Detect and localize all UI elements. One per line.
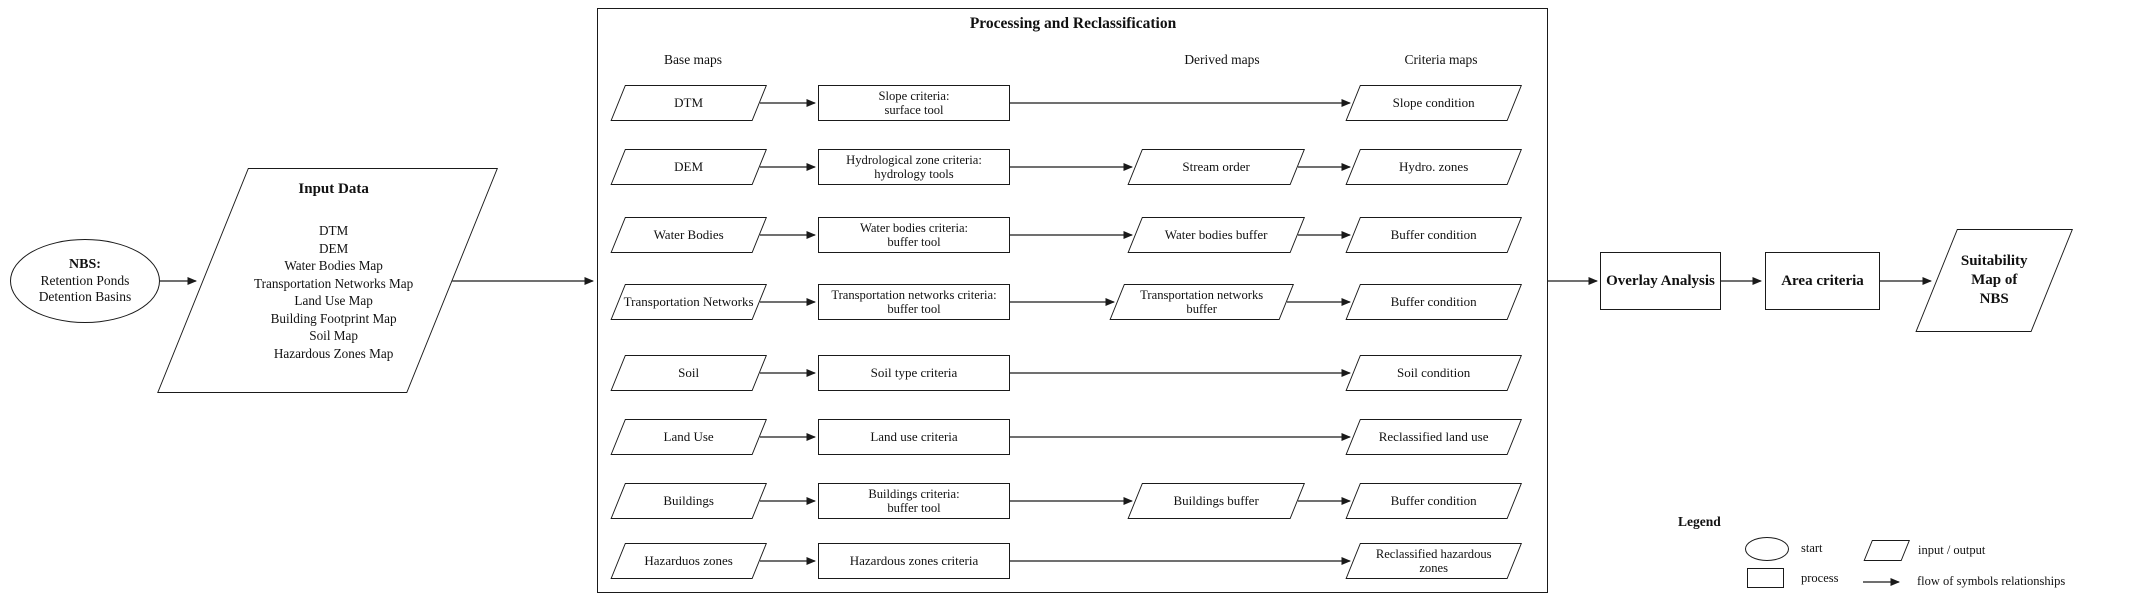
legend-start-label: start [1801,541,1823,555]
input-data-item: Land Use Map [294,293,373,308]
criteria-map-node-label: zones [1419,561,1449,575]
overlay-analysis-label: Overlay Analysis [1606,272,1715,289]
process-node-label: Buildings criteria: [868,486,960,501]
processing-section-title: Processing and Reclassification [969,15,1177,32]
process-node-label: buffer tool [887,501,941,515]
base-map-node: Buildings [610,483,767,519]
derived-map-node: Stream order [1127,149,1305,185]
base-map-node-label: Buildings [663,492,715,508]
process-node-label: Slope criteria: [878,88,950,103]
output-node-line: Map of [1971,272,2018,288]
process-node-label: Transportation networks criteria: [831,287,997,302]
process-node: Hazardous zones criteria [818,543,1010,579]
derived-map-node-label: Stream order [1182,158,1250,174]
base-map-node: Land Use [610,419,767,455]
derived-map-node-label: buffer [1186,302,1217,316]
processing-section-box [597,8,1548,593]
process-node-label: buffer tool [887,302,941,316]
output-node-line: Suitability [1960,253,2028,269]
column-header-criteria-maps: Criteria maps [1404,52,1478,67]
process-node: Water bodies criteria:buffer tool [818,217,1010,253]
derived-map-node: Buildings buffer [1127,483,1305,519]
process-node: Land use criteria [818,419,1010,455]
criteria-map-node-label: Soil condition [1397,364,1471,380]
output-node-line: NBS [1979,291,2009,307]
overlay-analysis-node: Overlay Analysis [1600,252,1721,310]
legend-io-label: input / output [1918,543,1986,557]
criteria-map-node: Reclassified land use [1345,419,1522,455]
criteria-map-node-label: Buffer condition [1390,492,1477,508]
criteria-map-node: Slope condition [1345,85,1522,121]
legend-process-shape-icon [1747,568,1784,588]
base-map-node: DEM [610,149,767,185]
criteria-map-node-label: Hydro. zones [1399,158,1469,174]
criteria-map-node-label: Reclassified hazardous [1375,546,1492,561]
process-node-label: Hazardous zones criteria [849,552,979,568]
legend-io-shape-icon [1863,540,1910,561]
criteria-map-node-label: Buffer condition [1390,293,1477,309]
legend-title: Legend [1678,514,1721,529]
criteria-map-node: Buffer condition [1345,483,1522,519]
input-data-item: Transportation Networks Map [253,275,414,291]
derived-map-node: Water bodies buffer [1127,217,1305,253]
input-data-item: Soil Map [309,328,358,343]
start-node: NBS: Retention Ponds Detention Basins [10,239,160,323]
process-node-label: hydrology tools [874,167,954,181]
base-map-node: Hazarduos zones [610,543,767,579]
process-node: Slope criteria:surface tool [818,85,1010,121]
area-criteria-node: Area criteria [1765,252,1880,310]
criteria-map-node-label: Slope condition [1392,94,1475,110]
column-header-derived-maps: Derived maps [1184,52,1260,67]
column-header-base-maps: Base maps [663,52,723,67]
criteria-map-node-label: Buffer condition [1390,226,1477,242]
start-node-line: Detention Basins [38,289,132,304]
base-map-node: Water Bodies [610,217,767,253]
process-node-label: Hydrological zone criteria: [846,152,982,167]
area-criteria-label: Area criteria [1781,272,1864,289]
base-map-node-label: Hazarduos zones [644,552,733,568]
base-map-node-label: Transportation Networks [623,293,754,309]
criteria-map-node: Buffer condition [1345,284,1522,320]
process-node-label: Soil type criteria [870,364,958,380]
base-map-node: Soil [610,355,767,391]
derived-map-node-label: Water bodies buffer [1164,226,1268,242]
input-data-item: Water Bodies Map [284,258,383,273]
process-node-label: Water bodies criteria: [859,220,969,235]
legend-start-shape-icon [1745,537,1789,561]
base-map-node: Transportation Networks [610,284,767,320]
process-node: Buildings criteria:buffer tool [818,483,1010,519]
input-data-title: Input Data [298,181,369,197]
input-data-item: DEM [318,240,349,256]
process-node: Hydrological zone criteria:hydrology too… [818,149,1010,185]
process-node-label: Land use criteria [870,428,958,444]
process-node: Soil type criteria [818,355,1010,391]
output-node: Suitability Map of NBS [1915,229,2073,332]
criteria-map-node: Soil condition [1345,355,1522,391]
input-data-item: Building Footprint Map [270,310,397,326]
derived-map-node-label: Transportation networks [1140,287,1264,302]
legend-process-label: process [1801,571,1839,585]
base-map-node-label: DEM [674,158,704,174]
input-data-item: Hazardous Zones Map [273,345,394,361]
start-node-line: Retention Ponds [40,273,130,288]
derived-map-node-label: Buildings buffer [1173,492,1259,508]
process-node: Transportation networks criteria:buffer … [818,284,1010,320]
base-map-node-label: Land Use [663,428,714,444]
input-data-item: DTM [318,223,349,238]
base-map-node-label: Soil [678,364,700,380]
base-map-node-label: DTM [674,94,704,110]
criteria-map-node-label: Reclassified land use [1378,428,1489,444]
process-node-label: buffer tool [887,235,941,249]
start-node-title: NBS: [69,257,101,272]
process-node-label: surface tool [884,103,944,117]
base-map-node: DTM [610,85,767,121]
criteria-map-node: Hydro. zones [1345,149,1522,185]
criteria-map-node: Buffer condition [1345,217,1522,253]
legend-flow-label: flow of symbols relationships [1917,574,2066,588]
base-map-node-label: Water Bodies [653,226,724,242]
